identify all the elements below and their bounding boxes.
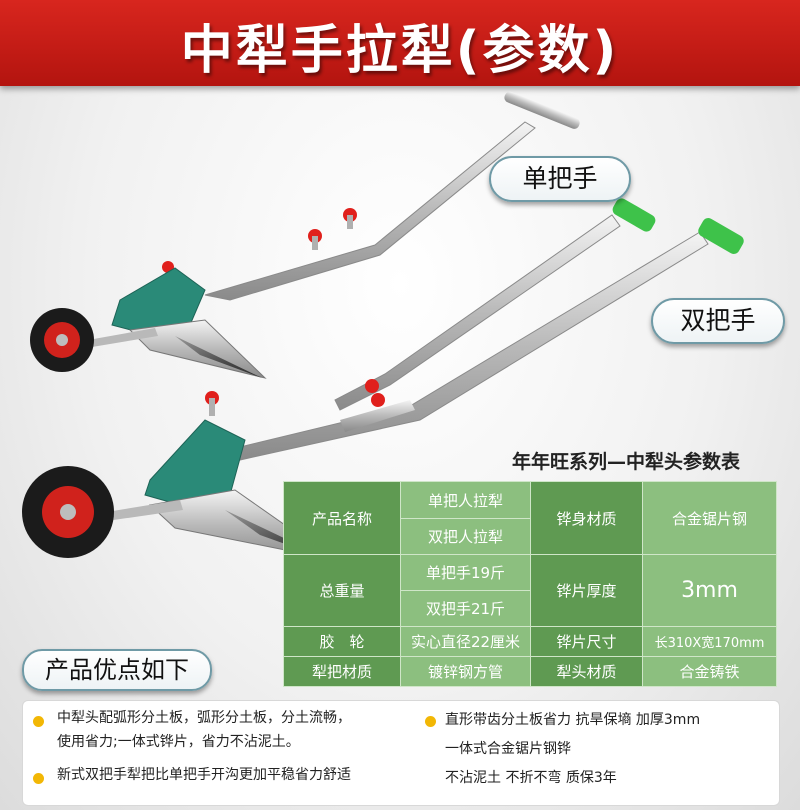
table-cell-value: 合金锯片钢: [642, 481, 777, 555]
single-handle-label: 单把手: [489, 156, 631, 202]
table-cell-value: 长310X宽170mm: [642, 626, 777, 657]
table-cell-value: 合金铸铁: [642, 656, 777, 687]
advantage-line: 使用省力;一体式铧片，省力不沾泥土。: [57, 734, 300, 750]
advantage-line: 中犁头配弧形分土板，弧形分土板，分土流畅，: [57, 710, 351, 726]
table-row: 产品名称 单把人拉犁 铧身材质 合金锯片钢: [283, 481, 777, 555]
table-cell-value: 实心直径22厘米: [400, 626, 531, 657]
advantage-item: 新式双把手犁把比单把手开沟更加平稳省力舒适: [57, 763, 351, 787]
table-cell-label: 犁头材质: [530, 656, 643, 687]
double-handle-plow: [22, 198, 744, 561]
advantage-line: 直形带齿分土板省力 抗旱保墒 加厚3mm: [445, 712, 701, 728]
plow-product-image: [22, 91, 744, 561]
table-cell-label: 铧片厚度: [530, 554, 643, 627]
table-row: 总重量 单把手19斤 铧片厚度 3mm: [283, 554, 777, 627]
table-cell-label: 胶 轮: [283, 626, 401, 657]
advantage-item: 中犁头配弧形分土板，弧形分土板，分土流畅， 使用省力;一体式铧片，省力不沾泥土。: [57, 706, 351, 754]
table-row: 犁把材质 镀锌钢方管 犁头材质 合金铸铁: [283, 656, 777, 687]
table-cell-value: 3mm: [642, 554, 777, 627]
table-row: 双把手21斤: [284, 590, 777, 627]
bullet-icon: [33, 773, 44, 784]
table-row: 胶 轮 实心直径22厘米 铧片尺寸 长310X宽170mm: [283, 626, 777, 657]
title-banner: 中犁手拉犁(参数): [0, 0, 800, 86]
advantages-heading: 产品优点如下: [22, 649, 212, 691]
table-cell-label: 产品名称: [283, 481, 401, 555]
advantage-line: 一体式合金锯片钢铧: [445, 741, 571, 757]
table-cell-label: 铧片尺寸: [530, 626, 643, 657]
bullet-icon: [425, 716, 436, 727]
parameter-table-title: 年年旺系列—中犁头参数表: [512, 451, 741, 473]
single-handle-plow: [30, 91, 580, 379]
table-cell-value: 单把人拉犁: [400, 481, 531, 519]
table-cell-label: 铧身材质: [530, 481, 643, 555]
page-title: 中犁手拉犁(参数): [180, 21, 620, 81]
table-cell-label: 犁把材质: [283, 656, 401, 687]
table-row: 双把人拉犁: [284, 518, 777, 555]
advantage-line: 新式双把手犁把比单把手开沟更加平稳省力舒适: [57, 767, 351, 783]
bullet-icon: [33, 716, 44, 727]
advantages-box: 中犁头配弧形分土板，弧形分土板，分土流畅， 使用省力;一体式铧片，省力不沾泥土。…: [22, 700, 780, 806]
parameter-table: 产品名称 单把人拉犁 铧身材质 合金锯片钢 双把人拉犁 总重量 单把手19斤 铧…: [283, 481, 777, 687]
table-cell-value: 镀锌钢方管: [400, 656, 531, 687]
table-cell-value: 单把手19斤: [400, 554, 531, 591]
advantage-line: 不沾泥土 不折不弯 质保3年: [445, 770, 617, 786]
double-handle-label: 双把手: [651, 298, 785, 344]
table-cell-label: 总重量: [283, 554, 401, 627]
advantage-item: 直形带齿分土板省力 抗旱保墒 加厚3mm 一体式合金锯片钢铧 不沾泥土 不折不弯…: [445, 706, 700, 793]
table-cell-value: 双把手21斤: [400, 590, 531, 627]
table-cell-value: 双把人拉犁: [400, 518, 531, 555]
